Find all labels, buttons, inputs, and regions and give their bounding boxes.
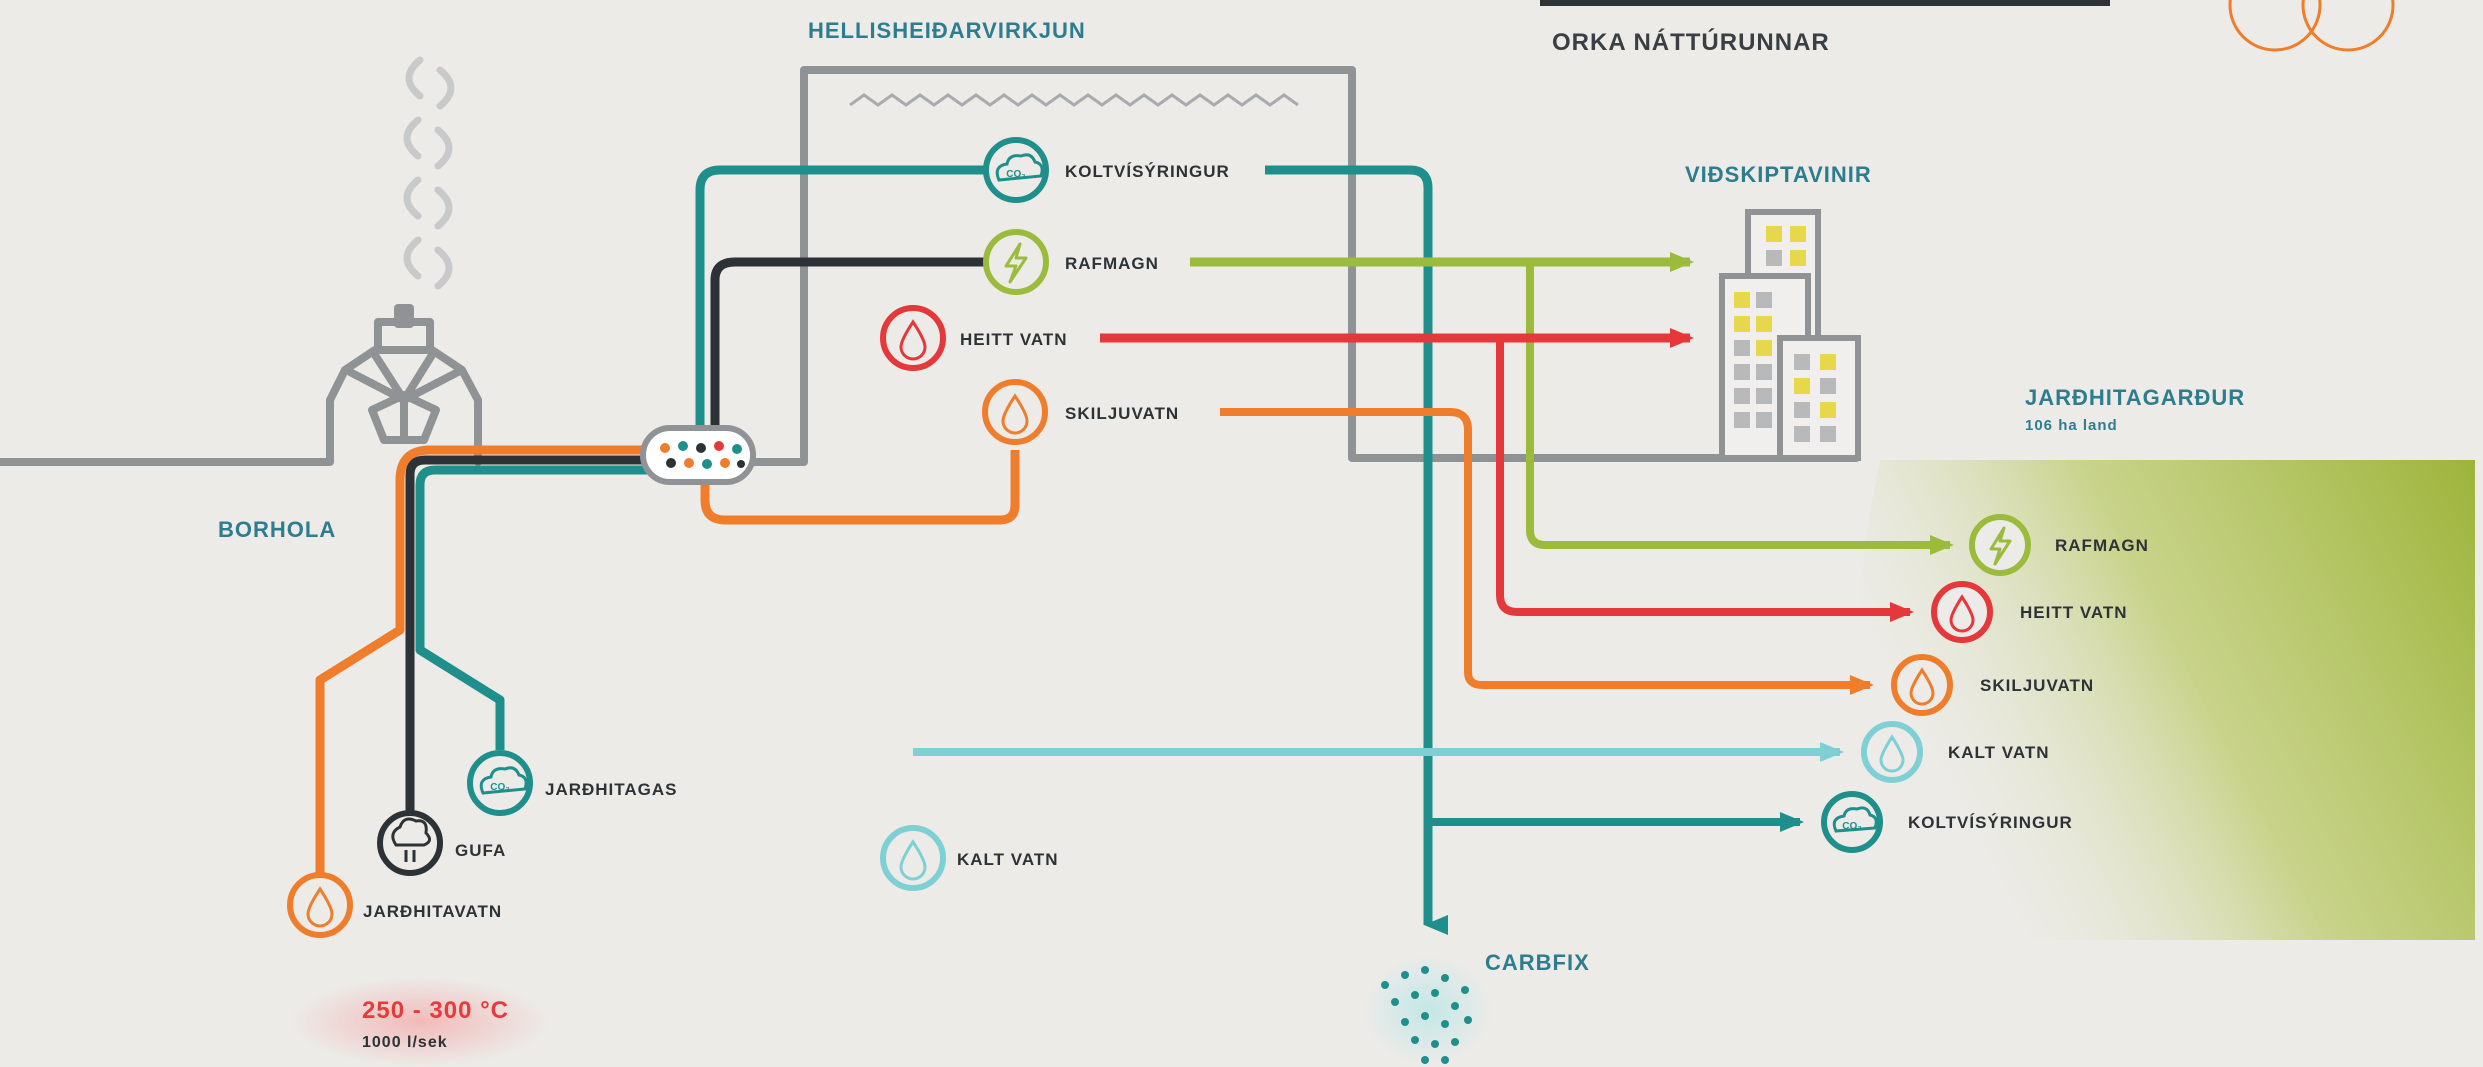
cold-water-drop-icon — [880, 825, 946, 891]
park-input-co2: KOLTVÍSÝRINGUR — [1908, 813, 2073, 832]
separated-water-drop-icon — [982, 379, 1048, 445]
pipe-co2-out — [1265, 165, 1448, 935]
plant-roof-zigzag — [849, 93, 1299, 107]
separator-icon — [640, 425, 756, 485]
pipe-geothermal-water — [315, 445, 680, 900]
park-input-cold-water: KALT VATN — [1948, 743, 2050, 762]
geothermal-gas-icon: CO₂ — [467, 750, 533, 816]
park-cold-water-drop-icon — [1861, 721, 1923, 783]
plant-output-co2: KOLTVÍSÝRINGUR — [1065, 162, 1230, 181]
park-input-electricity: RAFMAGN — [2055, 536, 2149, 555]
temperature-value: 250 - 300 °C — [362, 997, 509, 1024]
svg-text:CO₂: CO₂ — [1006, 169, 1025, 180]
pipe-hot-water-park — [1496, 338, 1914, 622]
well-fluid-steam: GUFA — [455, 841, 506, 860]
park-area — [1855, 460, 2475, 940]
temperature-glow — [290, 977, 550, 1067]
customers-building-icon — [1719, 209, 1861, 461]
pipe-steam — [405, 455, 680, 835]
plant-output-separated-water: SKILJUVATN — [1065, 404, 1179, 423]
pipe-geothermal-gas — [415, 465, 680, 750]
plant-output-electricity: RAFMAGN — [1065, 254, 1159, 273]
steam-cloud-icon — [377, 810, 443, 876]
plant-output-hot-water: HEITT VATN — [960, 330, 1068, 349]
carbfix-icon — [1363, 955, 1493, 1065]
company-logo — [2228, 0, 2395, 52]
flow-value: 1000 l/sek — [362, 1034, 448, 1051]
well-fluid-water: JARÐHITAVATN — [363, 902, 502, 921]
park-hot-water-drop-icon — [1931, 581, 1993, 643]
svg-text:CO₂: CO₂ — [490, 782, 509, 793]
park-input-separated-water: SKILJUVATN — [1980, 676, 2094, 695]
pipe-electricity-park — [1526, 262, 1954, 555]
co2-icon: CO₂ — [983, 137, 1049, 203]
svg-text:CO₂: CO₂ — [1842, 821, 1861, 832]
plant-title: HELLISHEIÐARVIRKJUN — [808, 18, 1086, 43]
plant-cold-water-label: KALT VATN — [957, 850, 1059, 869]
park-lightning-icon — [1969, 514, 2031, 576]
park-area-value: 106 ha land — [2025, 417, 2118, 434]
park-separated-water-drop-icon — [1891, 654, 1953, 716]
steam-icon — [403, 56, 455, 290]
park-label: JARÐHITAGARÐUR — [2025, 385, 2245, 410]
company-name: ORKA NÁTTÚRUNNAR — [1552, 28, 1830, 56]
carbfix-label: CARBFIX — [1485, 950, 1590, 975]
pipe-separated-water-return — [700, 450, 1020, 525]
title-banner-fragment — [1540, 0, 2110, 6]
wellhead-icon — [0, 304, 482, 466]
park-co2-icon: CO₂ — [1821, 791, 1883, 853]
pipe-separated-water-out — [1220, 408, 1874, 695]
customers-label: VIÐSKIPTAVINIR — [1685, 162, 1872, 187]
well-fluid-gas: JARÐHITAGAS — [545, 780, 678, 799]
well-label: BORHOLA — [218, 517, 336, 542]
hot-water-drop-icon — [880, 305, 946, 371]
geothermal-water-drop-icon — [287, 872, 353, 938]
park-input-hot-water: HEITT VATN — [2020, 603, 2128, 622]
lightning-icon — [983, 229, 1049, 295]
pipe-co2-plant — [695, 165, 985, 440]
pipe-electricity-plant — [710, 257, 985, 440]
